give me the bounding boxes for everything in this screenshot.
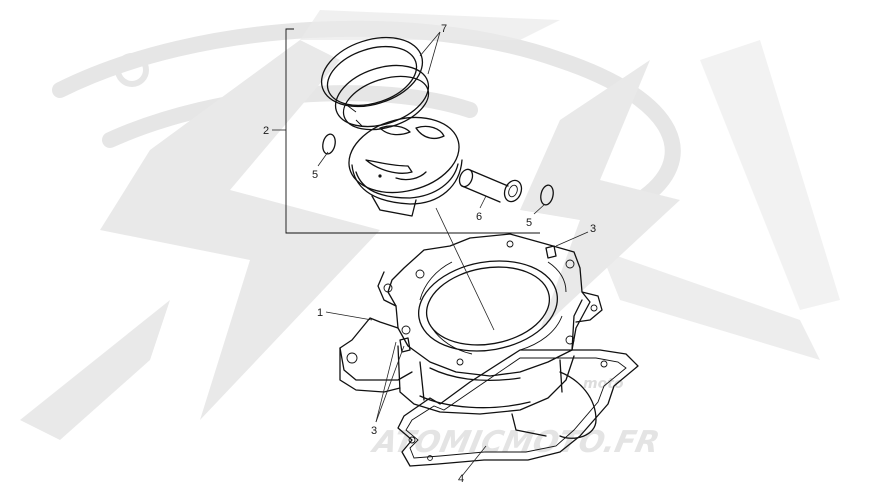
callouts: 7 2 5 6 5 3 1 3 4 bbox=[263, 23, 596, 485]
leader-lines bbox=[317, 31, 589, 477]
callout-6: 6 bbox=[476, 211, 482, 223]
watermark-logo-text: moto bbox=[583, 376, 624, 392]
piston bbox=[348, 116, 463, 217]
watermark-logo: moto ATOMICMOTO.FR bbox=[20, 10, 840, 460]
callout-4: 4 bbox=[458, 473, 464, 485]
callout-7: 7 bbox=[441, 23, 447, 35]
callout-3-top: 3 bbox=[590, 223, 596, 235]
callout-5-left: 5 bbox=[312, 169, 318, 181]
callout-5-right: 5 bbox=[526, 217, 532, 229]
piston-pin bbox=[458, 168, 523, 203]
callout-2: 2 bbox=[263, 125, 269, 137]
base-gasket bbox=[397, 349, 639, 467]
cylinder bbox=[339, 233, 603, 439]
watermark-brand-text: ATOMICMOTO.FR bbox=[368, 425, 662, 460]
piston-rings bbox=[320, 36, 430, 131]
callout-1: 1 bbox=[317, 307, 323, 319]
callout-3-bottom: 3 bbox=[371, 425, 377, 437]
piston-group-bracket bbox=[272, 28, 540, 234]
